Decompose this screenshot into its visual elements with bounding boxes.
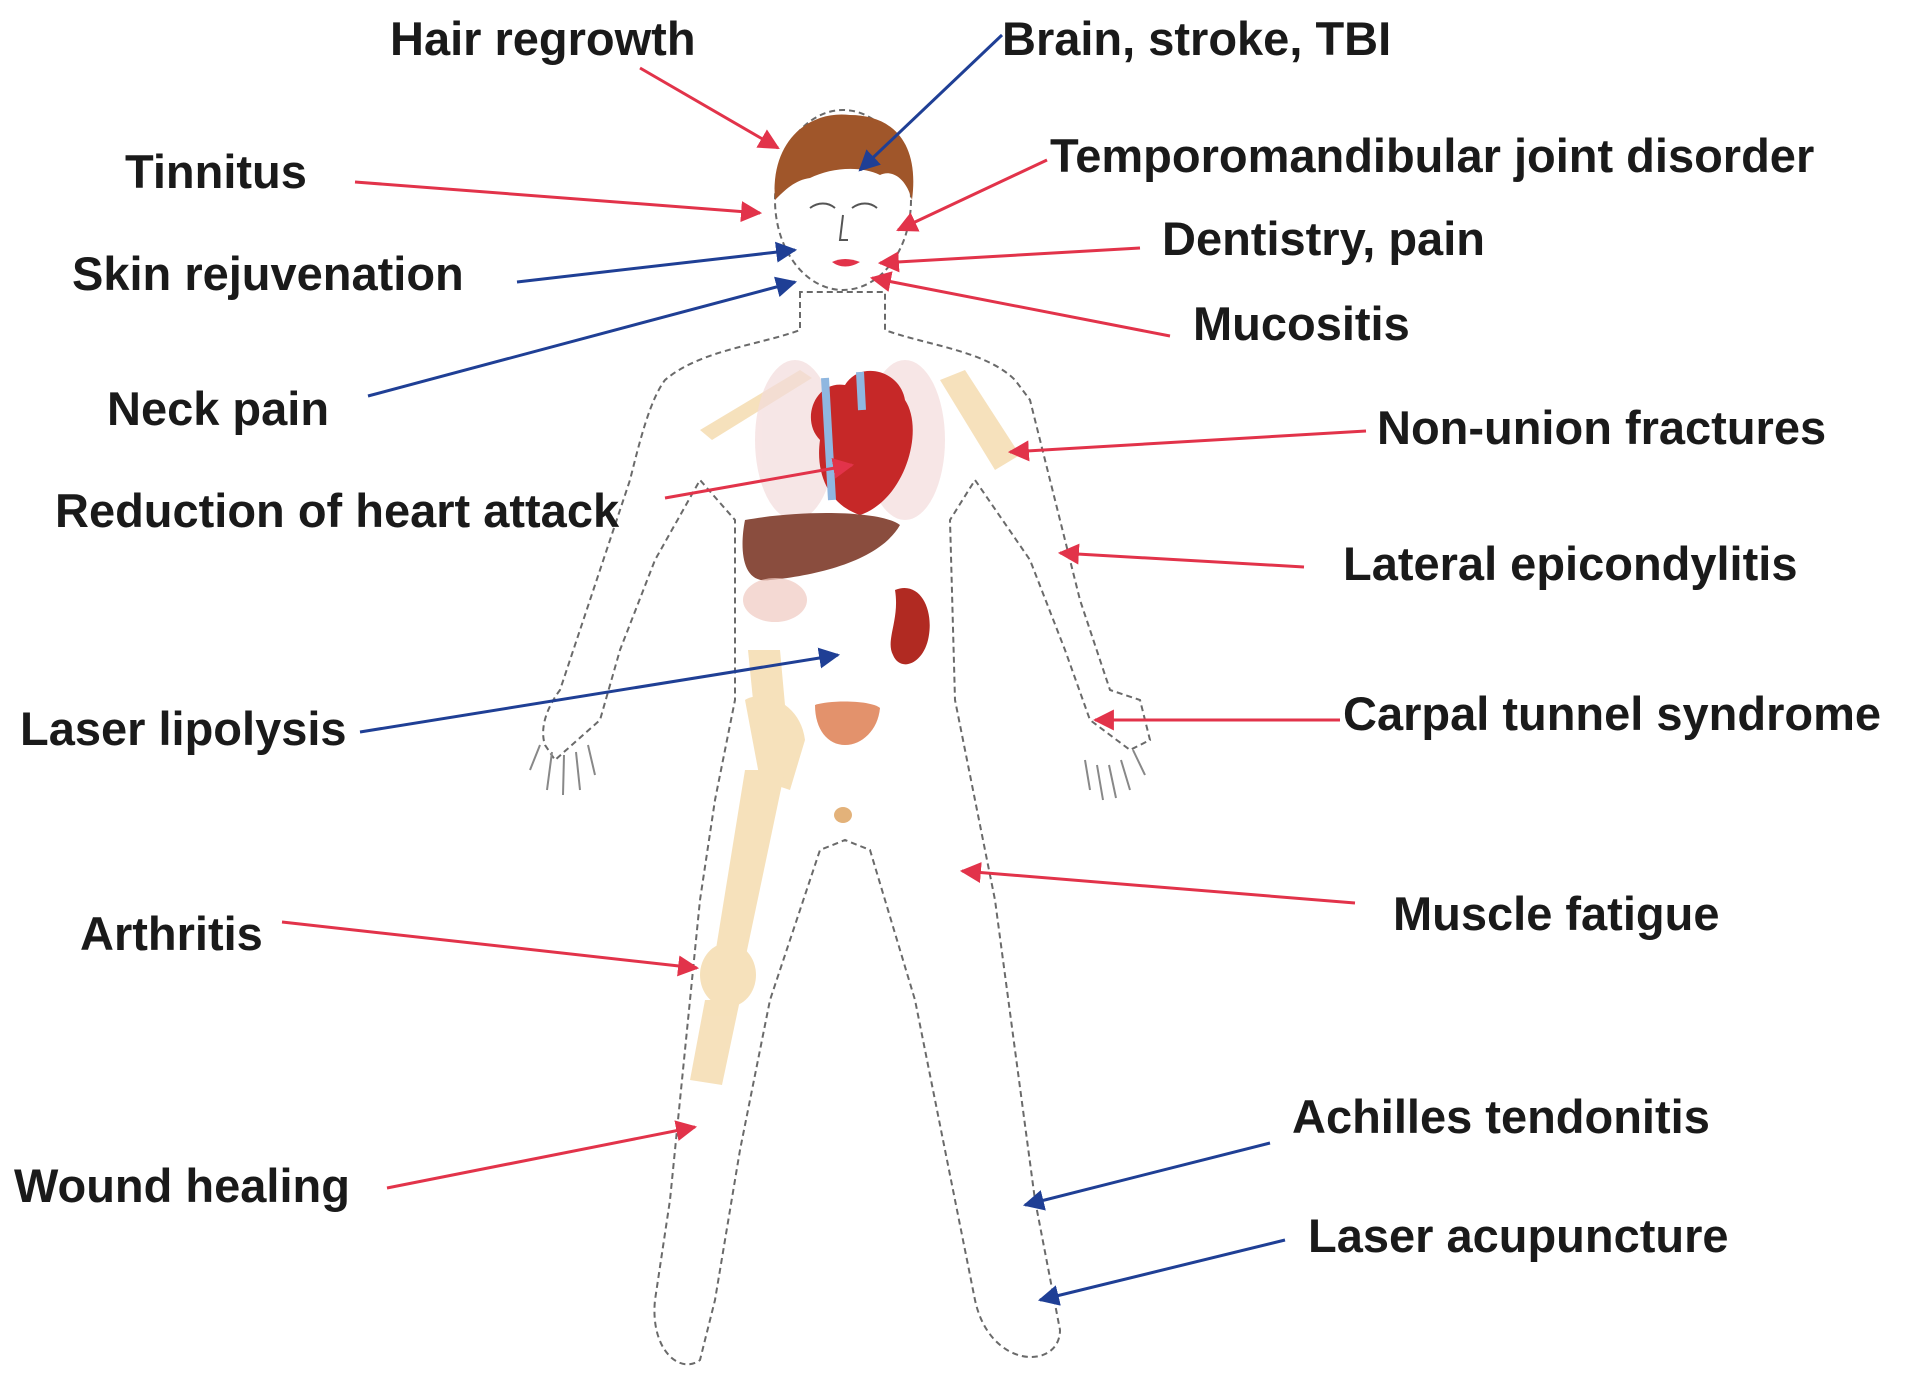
right-hand [1085,750,1145,800]
label-reduction-heart-attack: Reduction of heart attack [55,487,619,534]
label-brain-stroke-tbi: Brain, stroke, TBI [1002,15,1391,62]
label-mucositis: Mucositis [1193,300,1410,347]
label-neck-pain: Neck pain [107,385,329,432]
arrow-wound [387,1127,695,1188]
arrow-tmj [898,160,1047,230]
label-achilles-tendonitis: Achilles tendonitis [1292,1093,1710,1140]
label-arthritis: Arthritis [80,910,263,957]
arrow-lateral [1060,553,1304,567]
label-tmj-disorder: Temporomandibular joint disorder [1050,132,1814,179]
label-lateral-epicondylitis: Lateral epicondylitis [1343,540,1797,587]
arrow-dentistry [880,248,1140,263]
knee-bone [700,943,756,1007]
arrow-hair-regrowth [640,68,778,148]
arrow-brain [860,35,1002,170]
arrow-skin [517,250,795,282]
prostate [834,807,852,823]
arrow-muscle [962,871,1355,903]
label-muscle-fatigue: Muscle fatigue [1393,890,1719,937]
label-wound-healing: Wound healing [14,1162,350,1209]
label-carpal-tunnel-syndrome: Carpal tunnel syndrome [1343,690,1881,737]
arrow-mucositis [872,278,1170,336]
label-tinnitus: Tinnitus [125,148,307,195]
arrow-achilles [1025,1143,1270,1205]
stomach-organ [743,578,807,622]
arrow-tinnitus [355,182,760,213]
label-hair-regrowth: Hair regrowth [390,15,696,62]
label-dentistry-pain: Dentistry, pain [1162,215,1485,262]
label-laser-lipolysis: Laser lipolysis [20,705,347,752]
arrow-nonunion [1010,431,1366,452]
arrow-acupuncture [1040,1240,1285,1300]
arrow-arthritis [282,922,697,968]
label-skin-rejuvenation: Skin rejuvenation [72,250,464,297]
label-non-union-fractures: Non-union fractures [1377,404,1826,451]
label-laser-acupuncture: Laser acupuncture [1308,1212,1729,1259]
